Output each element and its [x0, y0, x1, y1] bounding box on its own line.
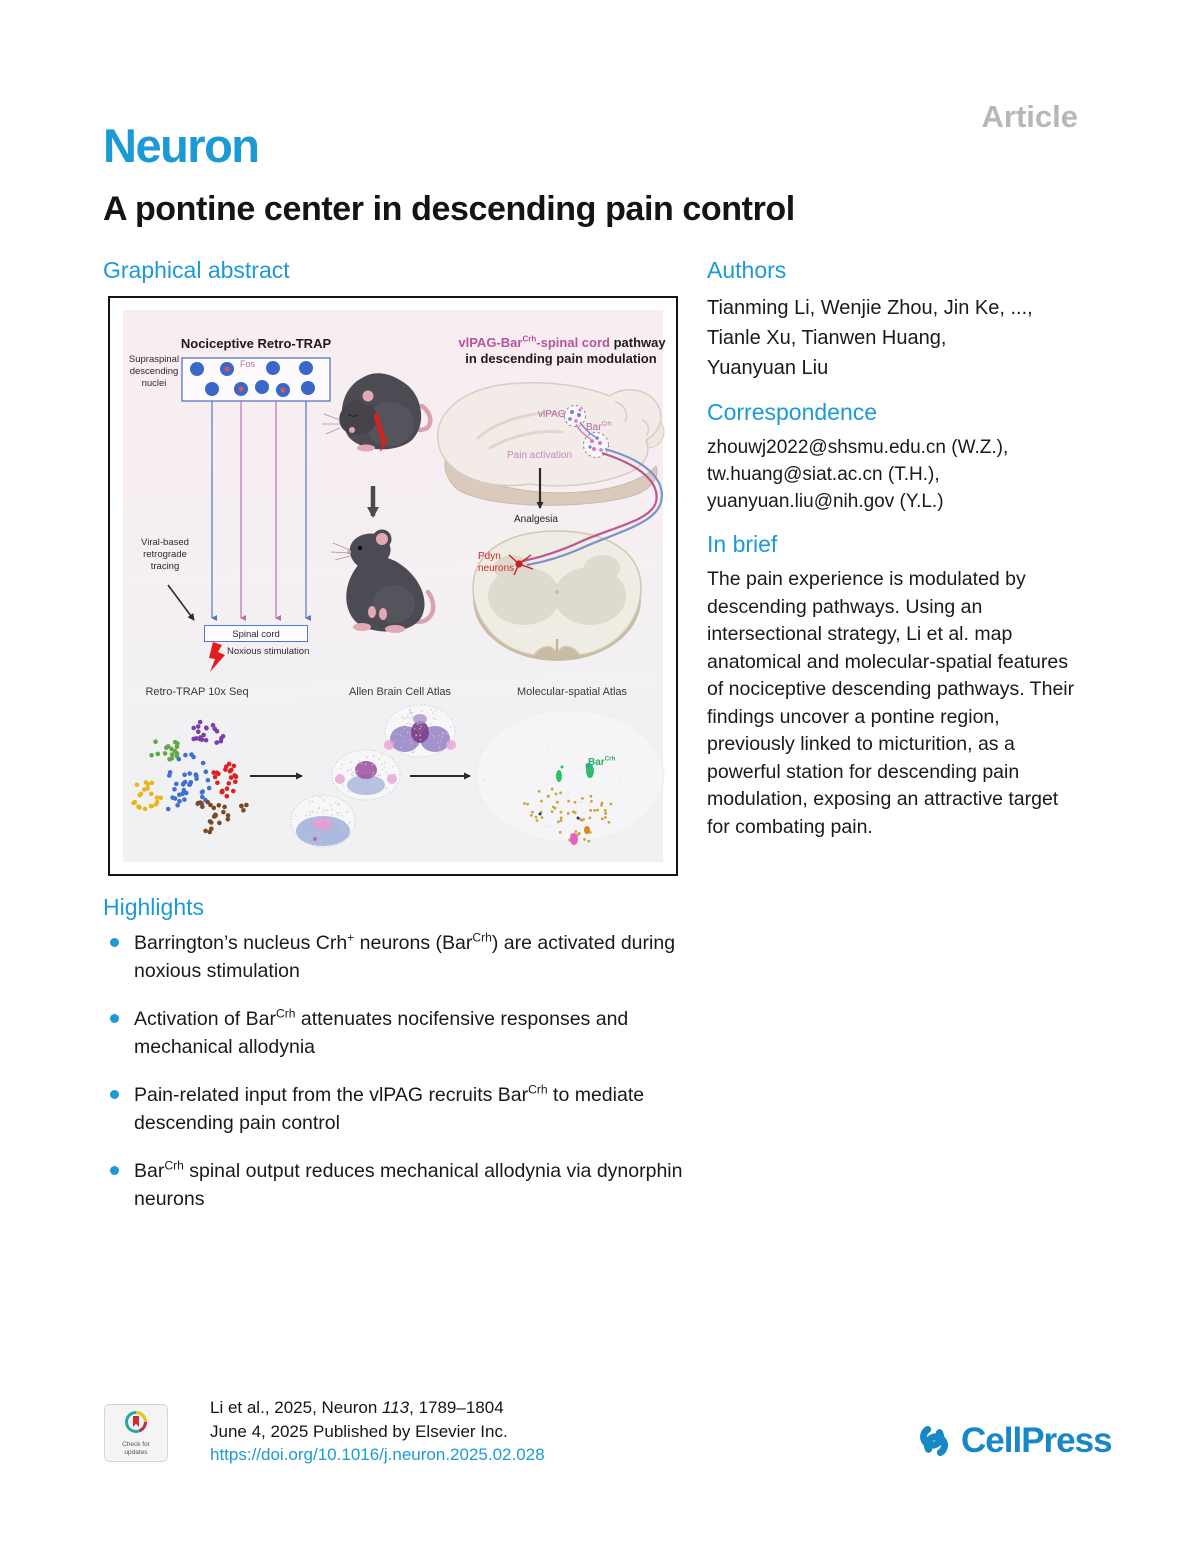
cellpress-logo[interactable]: CellPress	[913, 1420, 1113, 1462]
pdyn-neuron	[508, 554, 534, 576]
correspondence-email: tw.huang@siat.ac.cn (T.H.),	[707, 464, 940, 485]
check-for-updates-badge[interactable]: Check for updates	[104, 1404, 168, 1462]
pain-activation-label: Pain activation	[507, 450, 573, 461]
in-brief-text: The pain experience is modulated by desc…	[707, 568, 1075, 838]
bullet-icon	[110, 1014, 119, 1023]
highlight-text: BarCrh spinal output reduces mechanical …	[134, 1158, 683, 1210]
graphical-abstract-figure: Nociceptive Retro-TRAP Supraspinal desce…	[108, 296, 678, 876]
journal-logo: Neuron	[103, 119, 260, 172]
highlight-item: Barrington’s nucleus Crh+ neurons (BarCr…	[103, 929, 711, 985]
spinal-cord-box: Spinal cord	[204, 625, 308, 642]
check-updates-icon	[125, 1411, 147, 1433]
author-line: Yuanyuan Liu	[707, 357, 829, 379]
panel2-title-line2: in descending pain modulation	[465, 351, 657, 366]
molecular-spatial-label: Molecular-spatial Atlas	[516, 686, 628, 698]
citation-line: Li et al., 2025, Neuron 113, 1789–1804	[210, 1398, 504, 1417]
article-type-label: Article	[981, 99, 1078, 134]
figure-artwork	[131, 357, 665, 848]
supraspinal-nuclei-diagram	[167, 357, 331, 672]
noxious-stimulation-label: Noxious stimulation	[227, 646, 310, 657]
publisher-line: June 4, 2025 Published by Elsevier Inc.	[210, 1421, 508, 1441]
mouse-pain-illustration	[322, 373, 433, 452]
histology-sections	[290, 704, 456, 848]
bullet-icon	[110, 1090, 119, 1099]
cellpress-mark-icon	[920, 1425, 948, 1457]
graphical-abstract-heading: Graphical abstract	[103, 257, 290, 283]
bar-crh-green-label: BarCrh	[588, 755, 616, 768]
correspondence-email: yuanyuan.liu@nih.gov (Y.L.)	[707, 491, 944, 512]
bullet-icon	[110, 1166, 119, 1175]
supraspinal-nuclei-label: Supraspinal descending nuclei	[128, 354, 180, 389]
highlight-text: Barrington’s nucleus Crh+ neurons (BarCr…	[134, 930, 676, 982]
paper-title: A pontine center in descending pain cont…	[103, 190, 795, 228]
author-line: Tianming Li, Wenjie Zhou, Jin Ke, ...,	[707, 297, 1033, 319]
spatial-atlas-marks	[538, 763, 594, 845]
correspondence-email: zhouwj2022@shsmu.edu.cn (W.Z.),	[707, 437, 1009, 458]
in-brief-heading: In brief	[707, 531, 778, 557]
doi-link[interactable]: https://doi.org/10.1016/j.neuron.2025.02…	[210, 1445, 545, 1464]
highlight-text: Pain-related input from the vlPAG recrui…	[134, 1082, 645, 1134]
descending-fibers	[521, 447, 663, 567]
highlight-text: Activation of BarCrh attenuates nocifens…	[134, 1006, 629, 1058]
spinal-cord-section-illustration	[472, 530, 642, 661]
noxious-bolt-icon	[209, 642, 225, 672]
correspondence-heading: Correspondence	[707, 399, 878, 425]
tsne-and-spatial-dots	[131, 708, 650, 843]
analgesia-label: Analgesia	[514, 514, 558, 525]
check-updates-text: Check for updates	[122, 1441, 150, 1456]
citation-block: Li et al., 2025, Neuron 113, 1789–1804 J…	[210, 1396, 545, 1467]
bullet-icon	[110, 938, 119, 947]
panel1-title: Nociceptive Retro-TRAP	[180, 336, 332, 351]
panel2-title-line1: vlPAG-BarCrh-spinal cord pathway	[458, 334, 666, 350]
vlpag-label: vlPAG	[538, 409, 566, 420]
spatial-atlas-section	[475, 709, 665, 843]
highlights-list: Barrington’s nucleus Crh+ neurons (BarCr…	[103, 929, 711, 1233]
highlight-item: BarCrh spinal output reduces mechanical …	[103, 1157, 711, 1213]
pdyn-neurons-label: Pdyn neurons	[478, 551, 515, 574]
mouse-relief-illustration	[330, 529, 436, 633]
retro-trap-seq-label: Retro-TRAP 10x Seq	[145, 686, 249, 698]
brain-sagittal-illustration	[437, 382, 665, 509]
authors-list: Tianming Li, Wenjie Zhou, Jin Ke, ..., T…	[707, 293, 1097, 383]
authors-heading: Authors	[707, 257, 787, 283]
bar-crh-label: BarCrh	[586, 420, 612, 433]
highlight-item: Activation of BarCrh attenuates nocifens…	[103, 1005, 711, 1061]
author-line: Tianle Xu, Tianwen Huang,	[707, 327, 947, 349]
correspondence-list: zhouwj2022@shsmu.edu.cn (W.Z.), tw.huang…	[707, 434, 1097, 515]
fos-label: Fos	[240, 359, 256, 369]
viral-tracing-label: Viral-based retrograde tracing	[141, 537, 189, 572]
allen-atlas-label: Allen Brain Cell Atlas	[348, 686, 452, 698]
highlight-item: Pain-related input from the vlPAG recrui…	[103, 1081, 711, 1137]
cellpress-wordmark: CellPress	[961, 1421, 1113, 1460]
highlights-heading: Highlights	[103, 894, 204, 920]
